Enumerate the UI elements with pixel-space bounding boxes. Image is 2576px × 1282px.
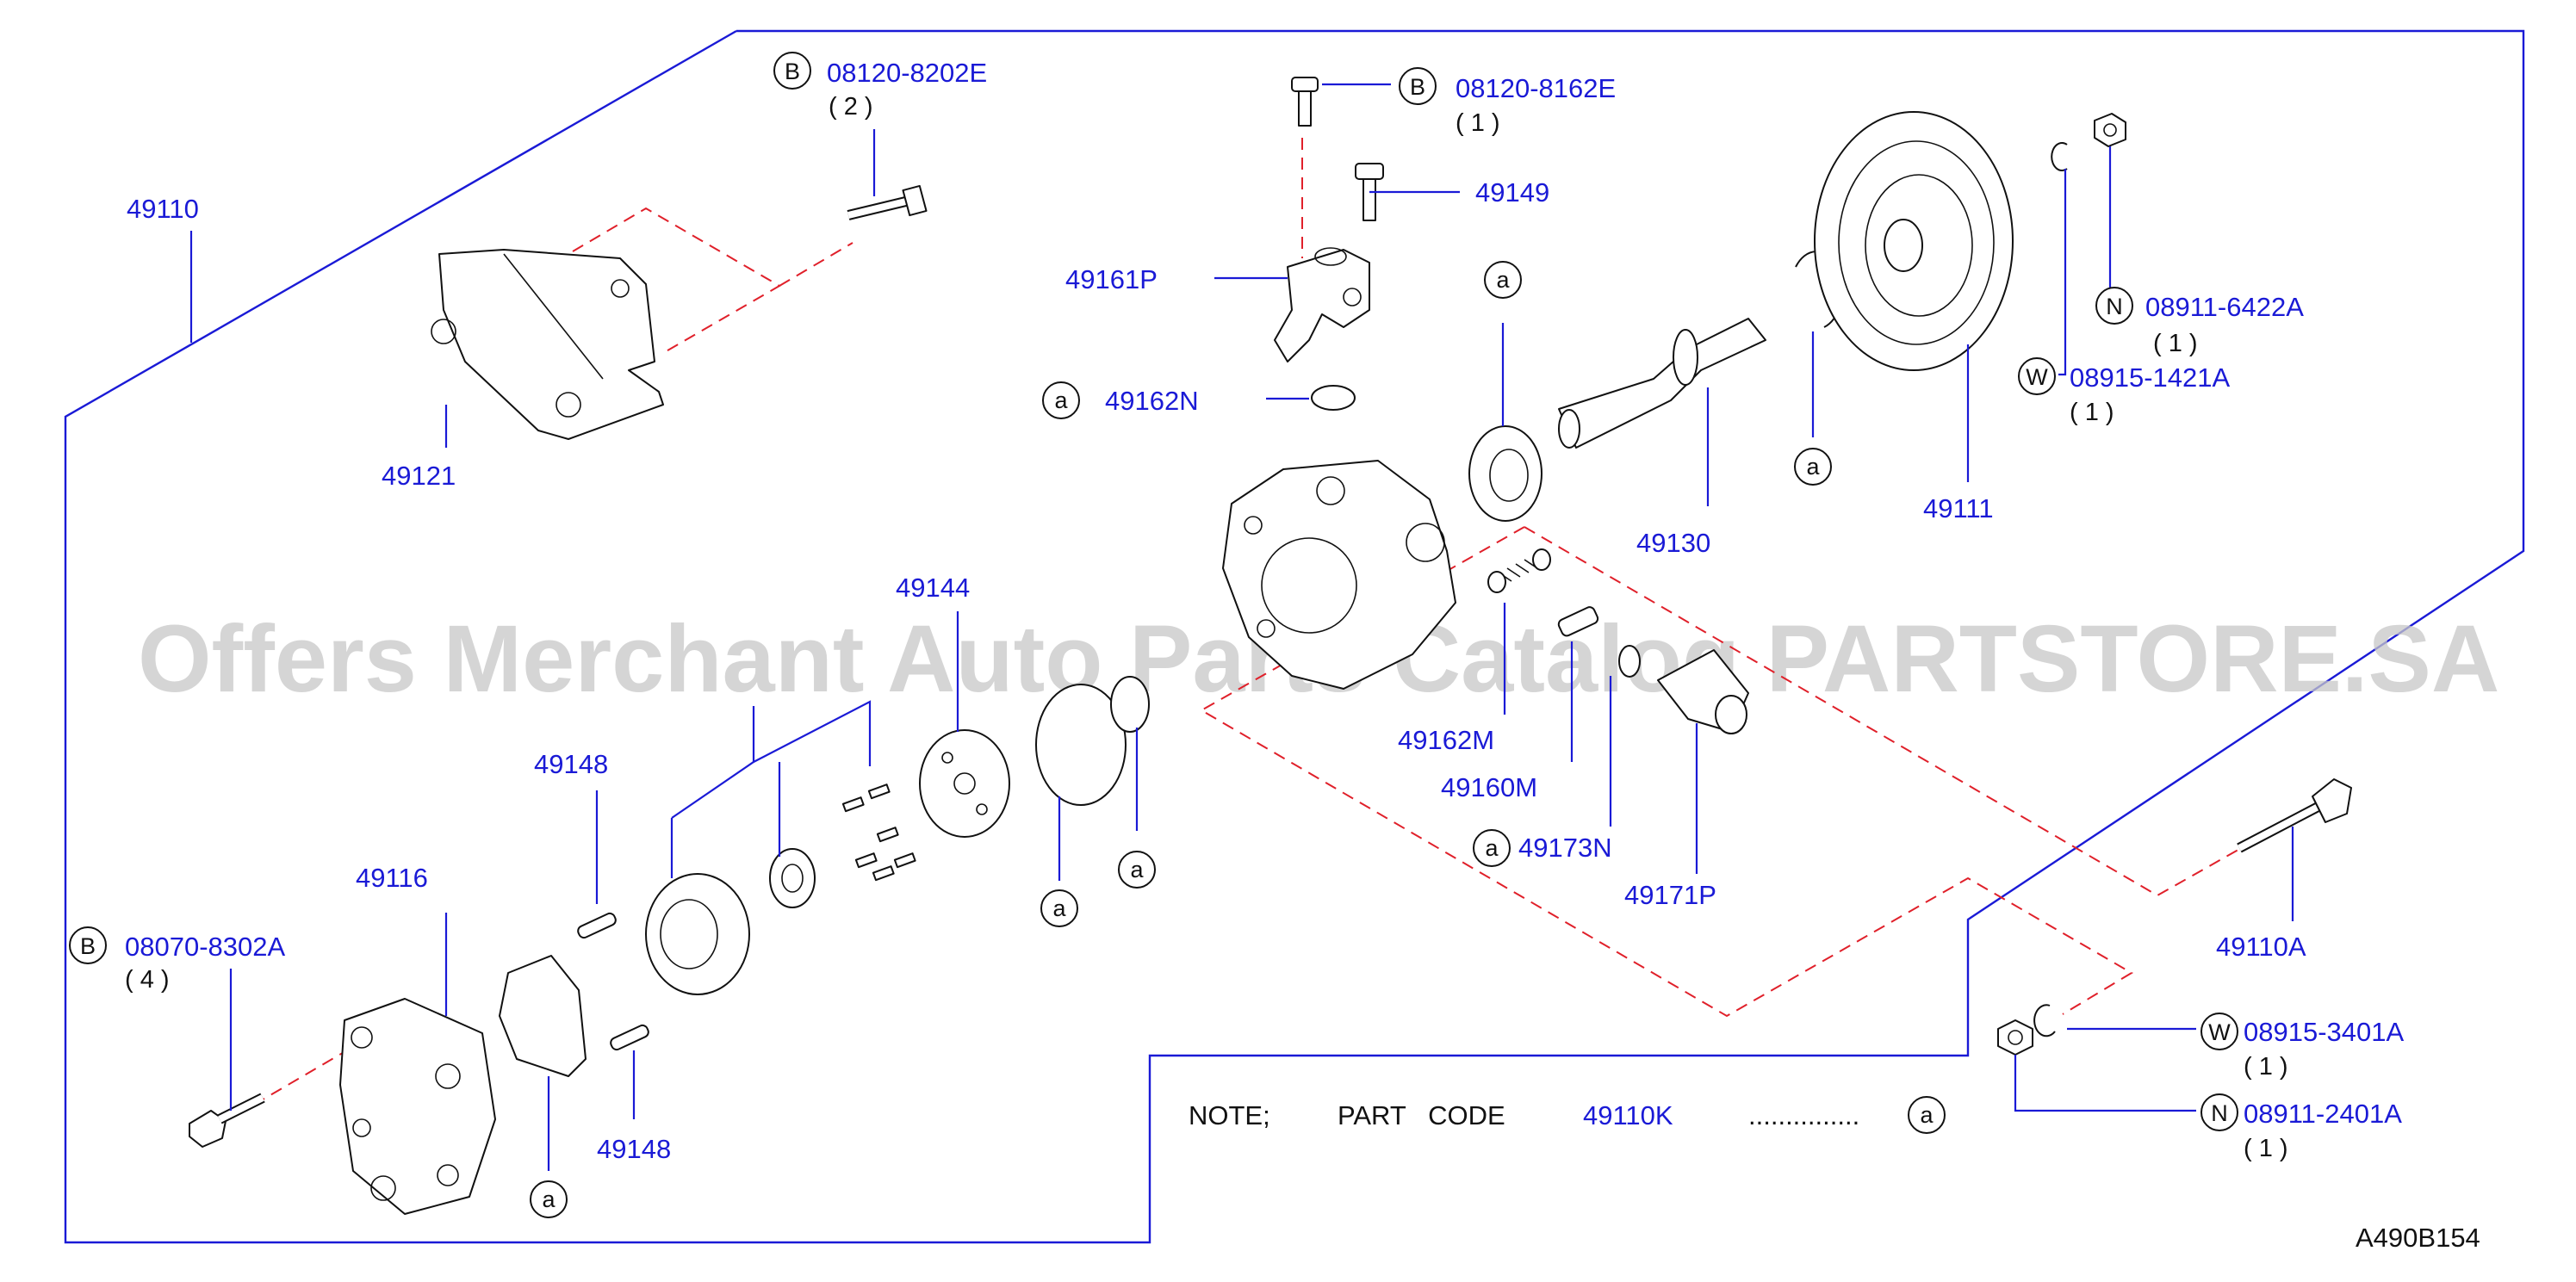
o-ring-49162N [1311, 385, 1356, 411]
dash-valve-group [1524, 526, 2257, 897]
pulley-part [1814, 111, 2014, 371]
svg-text:B: B [1410, 74, 1425, 100]
label-08070-8302A: 08070-8302A [125, 932, 285, 962]
label-08911-2401A: 08911-2401A [2244, 1099, 2402, 1129]
vanes [841, 783, 916, 882]
side-plate-49144 [919, 729, 1010, 838]
label-08120-8202E: 08120-8202E [827, 58, 987, 88]
nut-pulley [2094, 113, 2126, 147]
label-49173N: 49173N [1518, 833, 1612, 863]
qty-08070-8302A: ( 4 ) [125, 966, 170, 994]
fitting-part [1274, 247, 1370, 362]
label-49171P: 49171P [1624, 880, 1716, 910]
washer-pulley [2051, 142, 2068, 171]
label-49148-bottom: 49148 [597, 1134, 671, 1164]
assembly-outline [64, 29, 2525, 1244]
svg-text:a: a [1806, 454, 1820, 480]
svg-text:a: a [1485, 835, 1499, 861]
label-49161P: 49161P [1065, 264, 1158, 294]
note: NOTE; PART CODE 49110K ............... [1189, 1100, 1859, 1130]
svg-text:a: a [1054, 387, 1068, 413]
svg-text:a: a [1130, 857, 1144, 883]
qty-08911-2401A: ( 1 ) [2244, 1135, 2288, 1162]
label-49148-top: 49148 [534, 749, 608, 779]
label-49111: 49111 [1923, 493, 1994, 523]
qty-08915-3401A: ( 1 ) [2244, 1053, 2288, 1081]
o-ring-49173N [1618, 645, 1641, 678]
nut-49110A [1997, 1019, 2033, 1056]
bracket-part [431, 249, 664, 440]
oil-seal [1468, 425, 1542, 522]
label-08911-6422A: 08911-6422A [2145, 292, 2304, 322]
svg-text:a: a [1496, 267, 1510, 293]
cover-bolt [189, 1093, 265, 1148]
label-49149: 49149 [1475, 177, 1549, 207]
label-49130: 49130 [1636, 528, 1710, 558]
pin-bottom [610, 1024, 649, 1051]
label-08915-1421A: 08915-1421A [2070, 362, 2230, 393]
svg-text:W: W [2026, 364, 2048, 390]
fitting-bolt-top [1291, 77, 1319, 127]
note-part-code: 49110K [1583, 1100, 1673, 1130]
diagram-code: A490B154 [2356, 1223, 2480, 1253]
label-49121: 49121 [382, 461, 456, 491]
label-49144: 49144 [896, 573, 970, 603]
shaft-part [1558, 318, 1766, 449]
qty-08911-6422A: ( 1 ) [2153, 330, 2198, 357]
washer-49110A [2033, 1004, 2056, 1037]
o-ring-small [1110, 676, 1150, 733]
pin-top [577, 912, 617, 939]
svg-text:a: a [1920, 1102, 1934, 1128]
dash-bracket [572, 207, 781, 354]
svg-text:a: a [542, 1186, 556, 1212]
label-49110: 49110 [127, 194, 199, 224]
note-prefix: NOTE; [1189, 1100, 1270, 1130]
symbol-circles: B B a a a N W a a a B a W N a [69, 52, 2238, 1218]
label-49116: 49116 [356, 863, 428, 893]
qty-08915-1421A: ( 1 ) [2070, 399, 2114, 426]
svg-text:W: W [2208, 1019, 2231, 1045]
svg-text:B: B [785, 59, 800, 84]
svg-text:N: N [2211, 1100, 2228, 1126]
valve-49160M [1557, 606, 1599, 637]
rear-cover-49116 [339, 998, 496, 1215]
svg-text:N: N [2106, 294, 2123, 319]
gasket-ring [1035, 684, 1127, 806]
label-49110A: 49110A [2216, 932, 2306, 962]
qty-08120-8202E: ( 2 ) [829, 93, 873, 121]
rotor [769, 848, 816, 908]
qty-08120-8162E: ( 1 ) [1456, 109, 1500, 137]
bracket-bolt [847, 184, 928, 220]
pump-body [1222, 460, 1456, 690]
dash-valve-group-2 [1199, 526, 2133, 1018]
connector-49171P [1657, 649, 1749, 734]
spring-49162M [1487, 548, 1551, 593]
label-08120-8162E: 08120-8162E [1456, 73, 1616, 103]
note-dots: ............... [1748, 1100, 1859, 1130]
svg-text:a: a [1052, 895, 1066, 921]
label-49162M: 49162M [1398, 725, 1494, 755]
dash-bracket-bolt [779, 242, 853, 287]
leader-lines [229, 83, 2294, 1171]
fitting-bolt-49149 [1355, 163, 1384, 221]
label-49162N: 49162N [1105, 386, 1199, 416]
label-08915-3401A: 08915-3401A [2244, 1017, 2404, 1047]
cover-gasket [499, 955, 587, 1077]
svg-text:B: B [80, 933, 96, 959]
label-49160M: 49160M [1441, 772, 1537, 802]
cam-ring [645, 873, 750, 995]
bolt-49110A [2237, 778, 2352, 853]
note-part-code-label: PART CODE [1338, 1100, 1505, 1130]
